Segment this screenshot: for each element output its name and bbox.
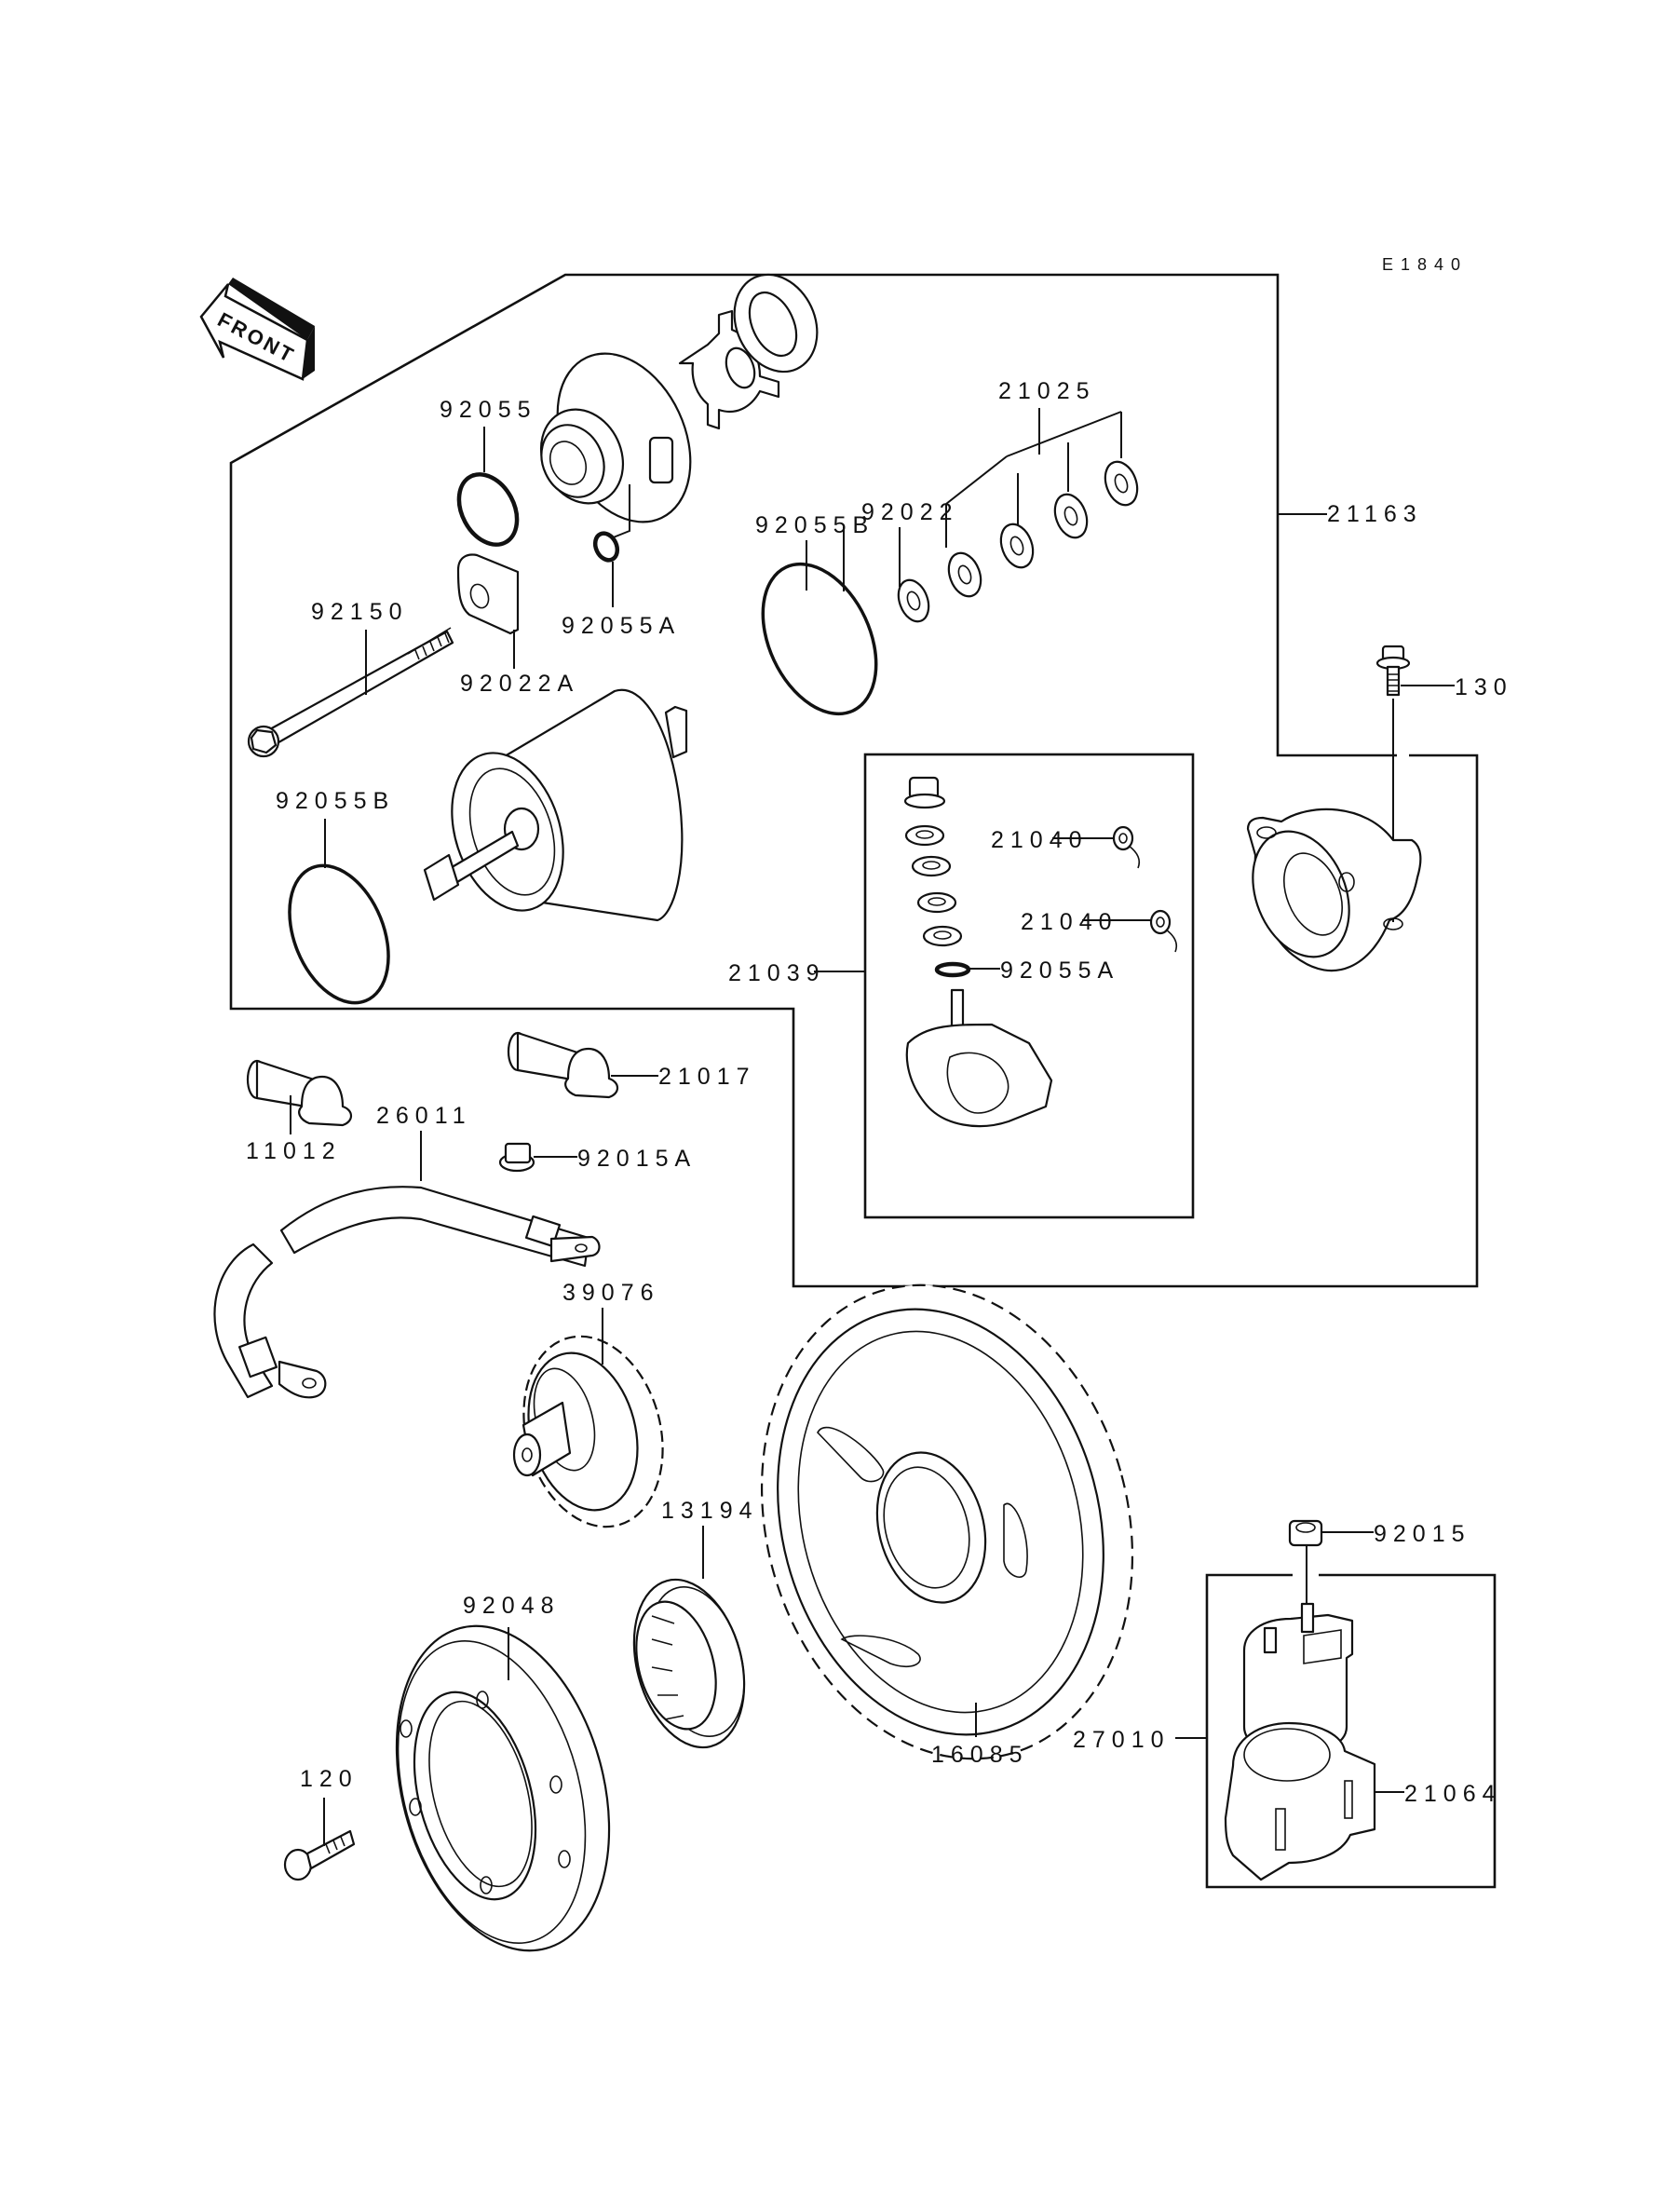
through-bolt-92150[interactable] bbox=[247, 627, 454, 758]
label-92048[interactable]: 92048 bbox=[463, 1593, 561, 1619]
cap-11012[interactable] bbox=[246, 1059, 353, 1127]
label-92055b-front[interactable]: 92055B bbox=[755, 512, 874, 538]
starter-assembly-outline bbox=[229, 273, 1479, 1288]
label-21040-b[interactable]: 21040 bbox=[1021, 909, 1118, 935]
label-21039[interactable]: 21039 bbox=[728, 960, 826, 986]
label-21064[interactable]: 21064 bbox=[1404, 1781, 1502, 1807]
washer-92022[interactable] bbox=[893, 576, 934, 625]
label-92055b-rear[interactable]: 92055B bbox=[276, 788, 395, 814]
label-13194[interactable]: 13194 bbox=[661, 1498, 759, 1524]
starter-relay-part[interactable] bbox=[1242, 1602, 1354, 1757]
label-120[interactable]: 120 bbox=[300, 1766, 359, 1792]
bolt-120[interactable] bbox=[283, 1829, 356, 1881]
label-92022[interactable]: 92022 bbox=[861, 499, 959, 525]
label-92055a-brush[interactable]: 92055A bbox=[1000, 957, 1119, 984]
brush-holder-box bbox=[863, 753, 1195, 1219]
bolt-130[interactable] bbox=[1375, 645, 1411, 697]
nut-92015a[interactable] bbox=[498, 1142, 535, 1173]
lead-wire-26011[interactable] bbox=[213, 1186, 601, 1399]
brush-spring-21040-b[interactable] bbox=[1149, 909, 1178, 953]
relay-box bbox=[1205, 1573, 1497, 1889]
label-130[interactable]: 130 bbox=[1455, 674, 1513, 700]
label-92055a[interactable]: 92055A bbox=[562, 613, 681, 639]
label-39076[interactable]: 39076 bbox=[562, 1280, 660, 1306]
nut-92015[interactable] bbox=[1288, 1519, 1323, 1547]
label-92022a[interactable]: 92022A bbox=[460, 671, 579, 697]
shim-set-leader bbox=[945, 408, 1122, 548]
starter-gear-16085[interactable] bbox=[711, 1243, 1184, 1801]
label-26011[interactable]: 26011 bbox=[376, 1103, 472, 1129]
starter-motor-body[interactable] bbox=[423, 688, 688, 925]
label-92055[interactable]: 92055 bbox=[440, 397, 537, 423]
label-21040-a[interactable]: 21040 bbox=[991, 827, 1089, 853]
label-21025[interactable]: 21025 bbox=[998, 378, 1096, 404]
o-ring-92055[interactable] bbox=[447, 465, 528, 555]
label-92150[interactable]: 92150 bbox=[311, 599, 409, 625]
label-27010[interactable]: 27010 bbox=[1073, 1727, 1171, 1753]
relay-cover-21064[interactable] bbox=[1224, 1721, 1376, 1881]
label-21163[interactable]: 21163 bbox=[1327, 501, 1423, 527]
shim-set-21025[interactable] bbox=[943, 457, 1143, 601]
front-arrow-icon: FRONT bbox=[199, 278, 315, 381]
label-92015[interactable]: 92015 bbox=[1374, 1521, 1471, 1547]
o-ring-92055b-front[interactable] bbox=[740, 546, 899, 732]
brush-plate-part[interactable] bbox=[905, 988, 1053, 1128]
o-ring-92055b-rear[interactable] bbox=[271, 851, 408, 1018]
idle-gear-39076[interactable] bbox=[504, 1321, 684, 1542]
front-cover-part[interactable] bbox=[1235, 808, 1422, 972]
brush-spring-21040-a[interactable] bbox=[1112, 825, 1141, 869]
rear-cover-part[interactable] bbox=[526, 332, 716, 543]
o-ring-92055a-brush[interactable] bbox=[934, 961, 971, 978]
label-92015a[interactable]: 92015A bbox=[577, 1146, 697, 1172]
label-21017[interactable]: 21017 bbox=[658, 1064, 756, 1090]
diagram-code: E1840 bbox=[1382, 255, 1468, 274]
flat-washer-part[interactable] bbox=[719, 261, 833, 385]
seal-plate-92048[interactable] bbox=[363, 1602, 644, 1975]
label-16085[interactable]: 16085 bbox=[931, 1742, 1029, 1768]
brush-holder-stack[interactable] bbox=[903, 776, 963, 947]
plate-92022a[interactable] bbox=[456, 553, 520, 635]
cap-21017[interactable] bbox=[507, 1031, 619, 1099]
starter-clutch-13194[interactable] bbox=[616, 1568, 762, 1760]
o-ring-92055a[interactable] bbox=[591, 530, 622, 564]
label-11012[interactable]: 11012 bbox=[246, 1138, 342, 1164]
